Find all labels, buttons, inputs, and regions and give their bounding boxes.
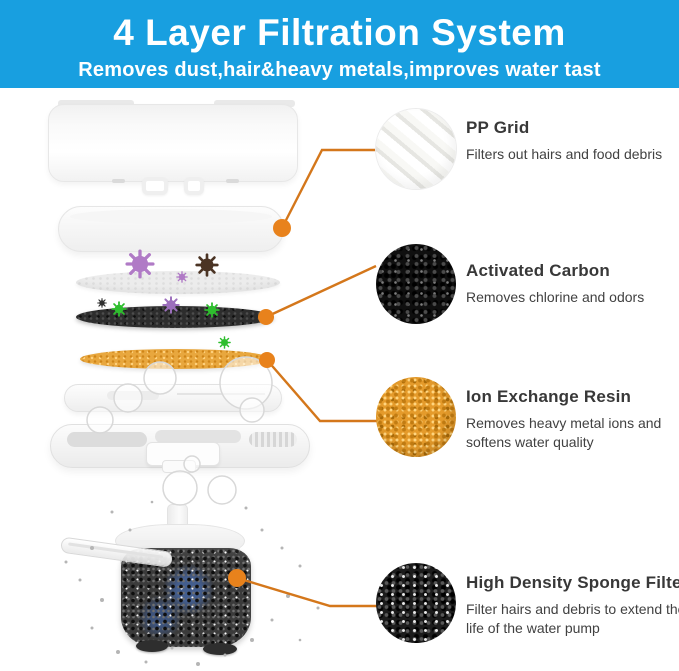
suction-foot bbox=[136, 640, 168, 652]
base-tray-clip-tab bbox=[162, 460, 196, 473]
callout-description: Filter hairs and debris to extend the li… bbox=[466, 601, 679, 637]
callout-title: High Density Sponge Filter bbox=[466, 573, 679, 592]
page-subtitle: Removes dust,hair&heavy metals,improves … bbox=[78, 58, 601, 81]
suction-foot bbox=[203, 643, 237, 655]
cover-clip bbox=[142, 177, 168, 195]
filter-tray-slot bbox=[107, 391, 159, 400]
callout-activated-carbon: Activated Carbon Removes chlorine and od… bbox=[376, 244, 679, 324]
virus-icon bbox=[97, 298, 107, 308]
filter-tray bbox=[64, 384, 282, 412]
pp-grid-texture-icon bbox=[376, 109, 456, 189]
callout-text: Ion Exchange Resin Removes heavy metal i… bbox=[466, 377, 679, 457]
callout-pp-grid: PP Grid Filters out hairs and food debri… bbox=[376, 109, 679, 189]
activated-carbon-texture-icon bbox=[376, 244, 456, 324]
callout-title: PP Grid bbox=[466, 118, 530, 137]
callout-title: Activated Carbon bbox=[466, 261, 610, 280]
ion-exchange-resin-texture-icon bbox=[376, 377, 456, 457]
cover-notch bbox=[226, 179, 239, 183]
filter-tray-rail bbox=[177, 393, 265, 395]
base-tray-panel bbox=[155, 430, 241, 443]
callout-description: Removes chlorine and odors bbox=[466, 289, 645, 305]
cover-clip bbox=[184, 177, 204, 195]
callout-description: Removes heavy metal ions and softens wat… bbox=[466, 415, 662, 451]
callout-description: Filters out hairs and food debris bbox=[466, 146, 663, 162]
top-cover-lip bbox=[214, 100, 295, 107]
base-tray-grille bbox=[249, 432, 297, 447]
fountain-top-cover bbox=[48, 104, 298, 182]
cover-notch bbox=[112, 179, 125, 183]
header-banner: 4 Layer Filtration System Removes dust,h… bbox=[0, 0, 679, 88]
sponge-texture-icon bbox=[376, 563, 456, 643]
callout-ion-exchange-resin: Ion Exchange Resin Removes heavy metal i… bbox=[376, 377, 679, 457]
activated-carbon-layer bbox=[76, 306, 274, 328]
top-cover-lip bbox=[58, 100, 134, 107]
base-tray-panel bbox=[67, 432, 147, 447]
pp-grid-tray-surface bbox=[70, 209, 272, 224]
ion-exchange-resin-layer bbox=[80, 349, 272, 369]
callout-sponge-filter: High Density Sponge Filter Filter hairs … bbox=[376, 563, 679, 643]
cotton-filter-pad bbox=[76, 271, 280, 294]
high-density-sponge bbox=[121, 548, 251, 647]
page-title: 4 Layer Filtration System bbox=[113, 12, 566, 53]
callout-text: Activated Carbon Removes chlorine and od… bbox=[466, 244, 679, 324]
virus-icon bbox=[218, 336, 231, 349]
germ-icons bbox=[97, 249, 231, 349]
callout-text: High Density Sponge Filter Filter hairs … bbox=[466, 563, 679, 643]
callout-text: PP Grid Filters out hairs and food debri… bbox=[466, 109, 679, 189]
callout-title: Ion Exchange Resin bbox=[466, 387, 632, 406]
